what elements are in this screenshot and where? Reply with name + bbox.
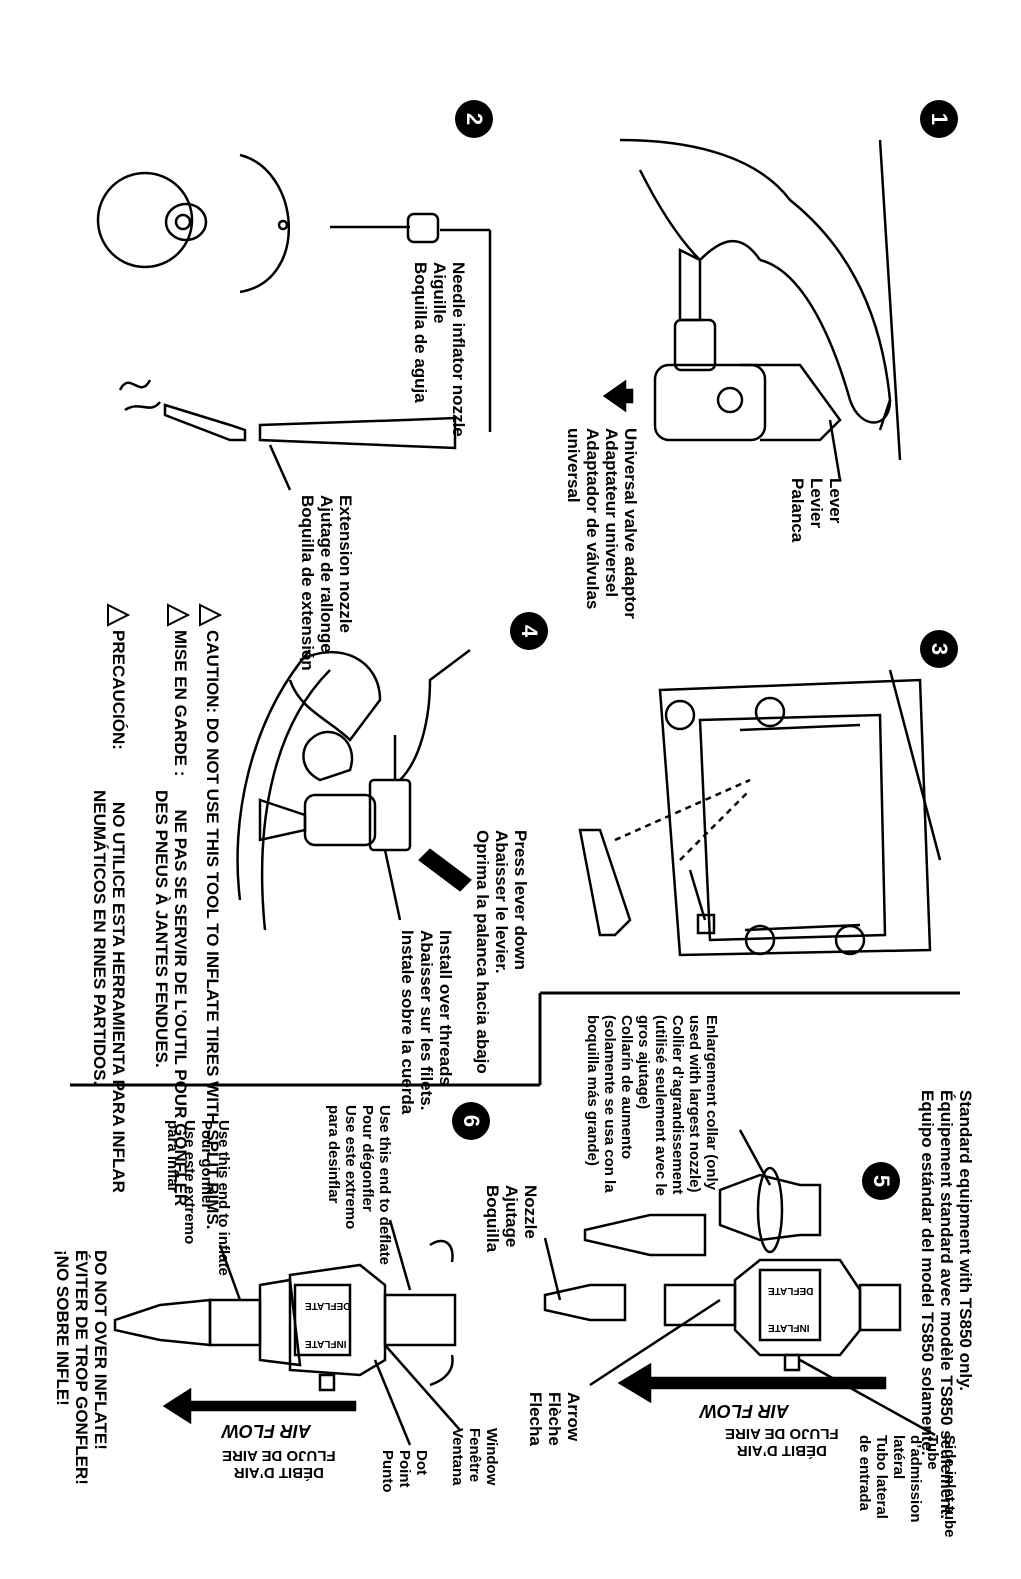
step1-illustration bbox=[602, 138, 902, 481]
step3-illustration bbox=[578, 669, 942, 957]
step5-illustration bbox=[543, 1129, 936, 1437]
step4-illustration bbox=[236, 649, 472, 931]
step-number: 5 bbox=[862, 1162, 900, 1200]
air-flow-label: AIR FLOW bbox=[700, 1401, 789, 1421]
device-inflate-label: INFLATE bbox=[768, 1322, 810, 1333]
caution-triangles bbox=[107, 603, 223, 627]
step-number: 4 bbox=[510, 612, 548, 650]
step-number: 1 bbox=[920, 100, 958, 138]
step-number: 3 bbox=[920, 630, 958, 668]
device-inflate-label: INFLATE bbox=[305, 1338, 347, 1349]
step2-illustration bbox=[96, 153, 492, 491]
step-number: 6 bbox=[452, 1102, 490, 1140]
step6-illustration bbox=[113, 1219, 461, 1446]
device-deflate-label: DEFLATE bbox=[305, 1300, 351, 1311]
step-number: 2 bbox=[455, 100, 493, 138]
caution-es: PRECAUCIÓN: NO UTILICE ESTA HERRAMIENTA … bbox=[90, 630, 128, 1193]
air-flow-label: AIR FLOW bbox=[222, 1421, 311, 1441]
over-inflate-warning: DO NOT OVER INFLATE!ÉVITER DE TROP GONFL… bbox=[53, 1250, 110, 1485]
device-deflate-label: DEFLATE bbox=[768, 1285, 814, 1296]
